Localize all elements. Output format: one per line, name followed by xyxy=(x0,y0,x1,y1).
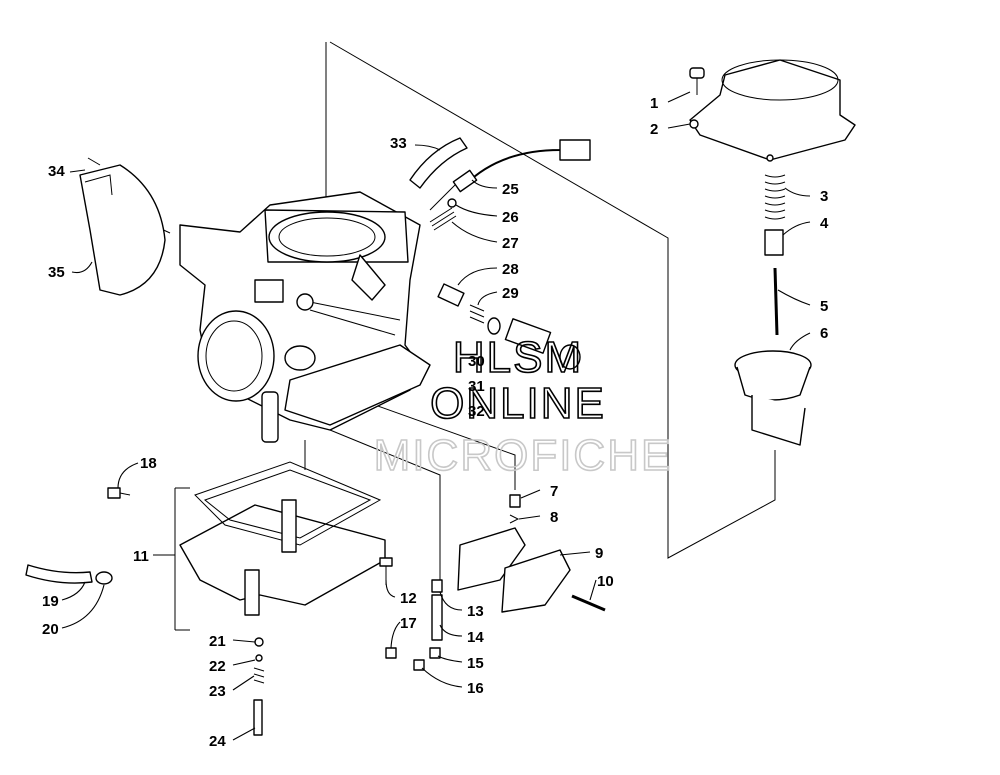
part-18-screw xyxy=(107,487,131,499)
part-17-plug xyxy=(385,647,397,659)
callout-34: 34 xyxy=(48,163,65,180)
callout-30: 30 xyxy=(468,353,485,370)
watermark-line1: HLSM xyxy=(453,333,583,382)
part-1-screw xyxy=(689,67,705,95)
callout-4: 4 xyxy=(820,215,829,232)
part-31-32-starter-valve xyxy=(504,318,581,370)
callout-33: 33 xyxy=(390,135,407,152)
part-6-slide xyxy=(734,350,812,446)
callout-22: 22 xyxy=(209,658,226,675)
part-33-hose xyxy=(409,137,468,189)
part-4-clip xyxy=(764,229,784,256)
part-21-23-screw-set xyxy=(253,637,265,684)
part-26-washer xyxy=(447,198,457,208)
part-28-plunger xyxy=(437,283,465,307)
callout-14: 14 xyxy=(467,629,484,646)
part-34-screw xyxy=(87,157,101,166)
callout-32: 32 xyxy=(468,403,485,420)
callout-35: 35 xyxy=(48,264,65,281)
callout-7: 7 xyxy=(550,483,558,500)
carburetor-body xyxy=(179,191,431,443)
callout-27: 27 xyxy=(502,235,519,252)
part-3-spring xyxy=(764,174,786,220)
callout-11: 11 xyxy=(133,548,149,565)
callout-20: 20 xyxy=(42,621,59,638)
callout-17: 17 xyxy=(400,615,417,632)
callout-19: 19 xyxy=(42,593,59,610)
part-5-needle xyxy=(773,267,779,336)
explode-lines xyxy=(94,41,776,585)
callout-16: 16 xyxy=(467,680,484,697)
callout-25: 25 xyxy=(502,181,519,198)
callout-leaders xyxy=(61,91,811,741)
callout-1: 1 xyxy=(650,95,658,112)
part-19-hose xyxy=(25,564,93,584)
callout-21: 21 xyxy=(209,633,226,650)
watermark-line3: MICROFICHE xyxy=(374,431,673,480)
part-13-14-jet-tube xyxy=(431,579,443,641)
part-2-top-cover xyxy=(689,59,856,162)
part-35-side-cover xyxy=(79,164,166,296)
callout-26: 26 xyxy=(502,209,519,226)
callout-6: 6 xyxy=(820,325,828,342)
part-29-spring xyxy=(469,304,485,324)
callout-10: 10 xyxy=(597,573,614,590)
watermark: HLSM ONLINE MICROFICHE xyxy=(373,332,673,481)
watermark-line2: ONLINE xyxy=(430,379,606,428)
callout-23: 23 xyxy=(209,683,226,700)
callout-3: 3 xyxy=(820,188,828,205)
part-15-16-plugs xyxy=(413,647,441,671)
part-7-jet xyxy=(509,494,521,508)
part-8-washer xyxy=(509,514,520,524)
part-10-pin xyxy=(571,594,606,612)
callout-29: 29 xyxy=(502,285,519,302)
callout-2: 2 xyxy=(650,121,658,138)
callout-8: 8 xyxy=(550,509,558,526)
callout-31: 31 xyxy=(468,378,485,395)
part-24-mixture-screw xyxy=(253,699,263,736)
callout-13: 13 xyxy=(467,603,484,620)
callout-12: 12 xyxy=(400,590,417,607)
part-9-floats xyxy=(457,527,571,613)
callout-15: 15 xyxy=(467,655,484,672)
part-11-float-bowl xyxy=(174,461,386,631)
part-27-spring xyxy=(429,207,457,231)
part-30-oring xyxy=(487,317,501,335)
callout-24: 24 xyxy=(209,733,226,750)
callout-labels: 1 2 3 4 5 6 7 8 9 10 11 12 13 14 15 16 1… xyxy=(42,95,829,750)
callout-18: 18 xyxy=(140,455,157,472)
callout-5: 5 xyxy=(820,298,828,315)
part-25-throttle-cable xyxy=(452,139,591,193)
callout-28: 28 xyxy=(502,261,519,278)
callout-9: 9 xyxy=(595,545,603,562)
part-20-clamp xyxy=(95,571,113,585)
